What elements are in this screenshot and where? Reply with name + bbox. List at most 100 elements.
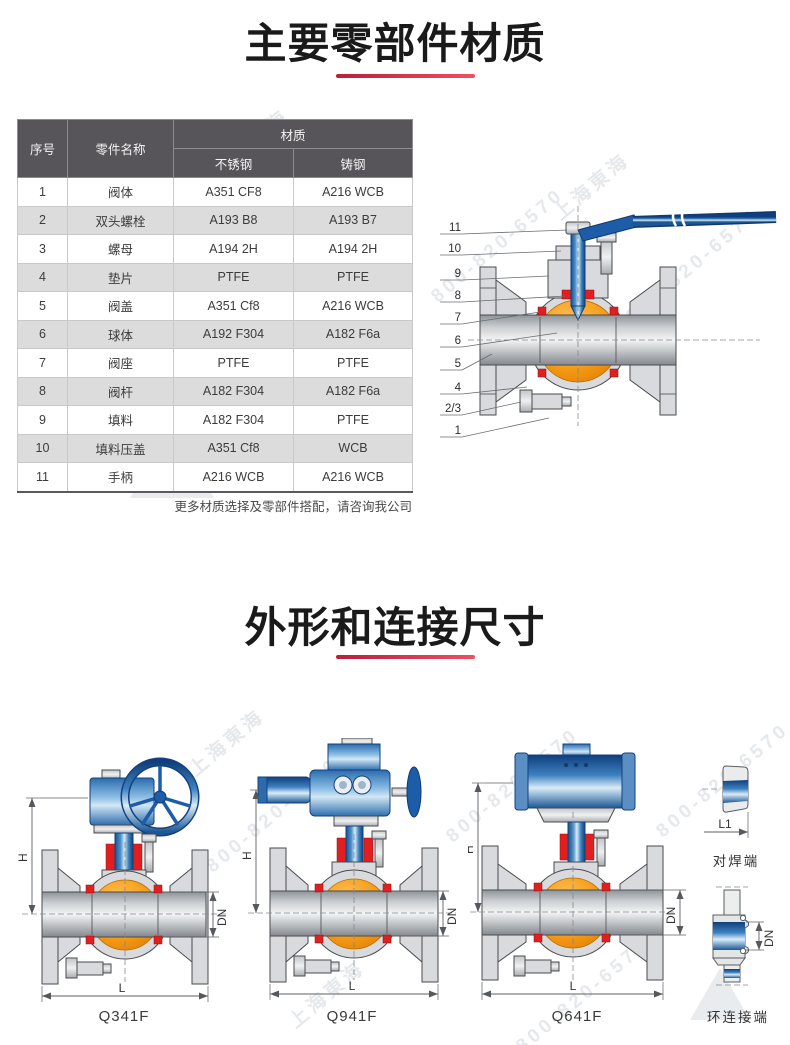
cell: 螺母: [67, 234, 174, 264]
callout-2-3: 2/3: [445, 403, 461, 415]
cell: A216 WCB: [292, 462, 414, 492]
dimension-l: L: [41, 981, 209, 1002]
drain-plug: [293, 955, 340, 977]
dimension-dn: DN: [746, 921, 776, 951]
drain-plug: [513, 955, 560, 977]
callout-8: 8: [455, 290, 461, 302]
weld-end-detail: L1: [702, 765, 749, 838]
cell: 2: [17, 205, 68, 235]
cell: 10: [17, 433, 68, 463]
dim-l-label: L: [570, 979, 577, 993]
cell: A351 Cf8: [173, 433, 294, 463]
col-header-material: 材质: [172, 119, 414, 149]
callout-10: 10: [448, 243, 461, 255]
dim-h-label: H: [242, 851, 254, 860]
dimension-h: H: [468, 782, 513, 912]
cell: A193 B8: [173, 205, 294, 235]
drain-plug: [519, 389, 572, 413]
dimension-dn: DN: [391, 890, 459, 937]
table-row: 3 螺母 A194 2H A194 2H: [17, 234, 414, 264]
table-row: 2 双头螺栓 A193 B8 A193 B7: [17, 205, 414, 235]
cell: 8: [17, 376, 68, 406]
cell: A192 F304: [173, 319, 294, 349]
table-row: 8 阀杆 A182 F304 A182 F6a: [17, 376, 414, 406]
dim-h-label: H: [16, 853, 30, 862]
valve-drawing-q641f: H DN L: [468, 743, 686, 1000]
dim-dn-label: DN: [762, 930, 776, 947]
valve-drawing-q941f: H DN L: [242, 738, 459, 1000]
table-row: 9 填料 A182 F304 PTFE: [17, 405, 414, 435]
cell: A351 Cf8: [173, 291, 294, 321]
ring-end-stub-top: [723, 889, 741, 916]
cell: A182 F304: [173, 376, 294, 406]
table-row: 6 球体 A192 F304 A182 F6a: [17, 319, 414, 349]
table-row: 11 手柄 A216 WCB A216 WCB: [17, 462, 414, 492]
col-header-cast: 铸钢: [292, 148, 414, 178]
cell: PTFE: [292, 405, 414, 435]
dim-h-label: H: [468, 845, 476, 854]
cell: A351 CF8: [173, 177, 294, 207]
section-title-dimensions: 外形和连接尺寸: [244, 604, 546, 651]
cell: 11: [17, 462, 68, 492]
title-underline: [336, 655, 475, 659]
valve-seats: [314, 883, 392, 944]
cell: 3: [17, 234, 68, 264]
cell: PTFE: [173, 348, 294, 378]
callout-7: 7: [455, 312, 461, 324]
dim-l-label: L: [349, 979, 356, 993]
section-title-materials: 主要零部件材质: [244, 20, 546, 67]
valve-bore: [41, 891, 207, 938]
col-header-stainless: 不锈钢: [173, 148, 294, 178]
valve-handle: [577, 205, 777, 242]
cell: 手柄: [67, 462, 174, 492]
callout-4: 4: [455, 382, 462, 394]
dimension-dn: DN: [610, 889, 686, 936]
cell: PTFE: [292, 262, 414, 292]
electric-actuator: [257, 738, 422, 827]
model-label-q941f: Q941F: [326, 1008, 378, 1025]
valve-seats: [533, 882, 611, 943]
cell: 阀座: [67, 348, 174, 378]
cell: WCB: [292, 433, 414, 463]
cell: A182 F6a: [292, 319, 414, 349]
valve-seats: [85, 884, 163, 945]
cell: PTFE: [292, 348, 414, 378]
cell: PTFE: [173, 262, 294, 292]
col-header-part: 零件名称: [67, 119, 174, 178]
dimension-l1: L1: [704, 812, 749, 838]
cell: 6: [17, 319, 68, 349]
cell: 阀体: [67, 177, 174, 207]
cell: 阀杆: [67, 376, 174, 406]
cell: 1: [17, 177, 68, 207]
cell: A216 WCB: [292, 177, 414, 207]
callout-9: 9: [455, 268, 461, 280]
cell: 阀盖: [67, 291, 174, 321]
cell: 9: [17, 405, 68, 435]
dimension-dn: DN: [162, 891, 229, 938]
dimension-l: L: [481, 979, 664, 1000]
cell: A182 F6a: [292, 376, 414, 406]
callout-leaders: [440, 229, 568, 438]
cell: 5: [17, 291, 68, 321]
materials-table: 序号 零件名称 材质 不锈钢 铸钢 1 阀体 A351 CF8 A216 WCB…: [17, 119, 414, 493]
valve-seats: [537, 306, 619, 378]
ring-end-label: 环连接端: [707, 1010, 769, 1025]
callout-5: 5: [455, 358, 461, 370]
cell: A182 F304: [173, 405, 294, 435]
title-underline: [336, 74, 475, 78]
cell: 双头螺栓: [67, 205, 174, 235]
cell: A216 WCB: [173, 462, 294, 492]
dimension-l: L: [269, 979, 439, 1000]
col-header-no: 序号: [17, 119, 68, 178]
cell: A194 2H: [173, 234, 294, 264]
valve-drawing-q341f: H DN L: [16, 757, 229, 1002]
cell: A216 WCB: [292, 291, 414, 321]
table-row: 1 阀体 A351 CF8 A216 WCB: [17, 177, 414, 207]
cell: A193 B7: [292, 205, 414, 235]
dim-dn-label: DN: [664, 907, 678, 924]
valve-cross-section-diagram: 11 10 9 8 7 6 5 4 2/3 1: [440, 205, 777, 438]
valve-bore: [481, 889, 664, 936]
dimension-h: H: [242, 789, 264, 913]
table-row: 10 填料压盖 A351 Cf8 WCB: [17, 433, 414, 463]
